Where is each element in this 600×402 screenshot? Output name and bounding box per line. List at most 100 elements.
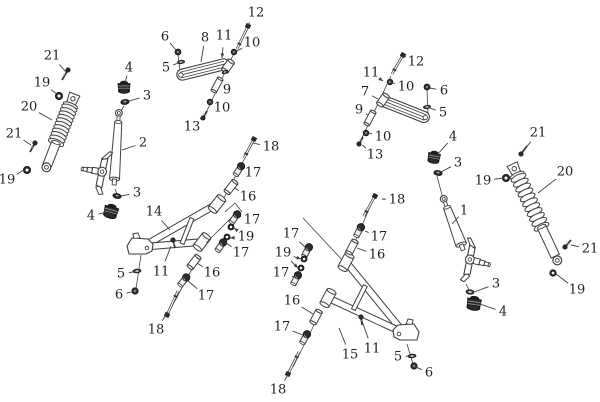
- part-cap: [103, 203, 120, 219]
- part-rod: [242, 135, 258, 159]
- callout-10: 10: [392, 80, 414, 95]
- part-ln: [234, 202, 243, 213]
- part-washer: [132, 268, 142, 274]
- part-screw: [61, 67, 71, 81]
- callout-label: 16: [284, 294, 301, 309]
- callout-17: 17: [274, 320, 304, 336]
- callout-6: 6: [115, 288, 132, 303]
- callout-3: 3: [120, 186, 141, 201]
- part-ring: [227, 223, 235, 231]
- part-ln: [426, 89, 429, 115]
- parts-layer: [22, 23, 572, 378]
- part-cap: [117, 80, 131, 94]
- callout-18: 18: [381, 193, 405, 208]
- callout-6: 6: [415, 366, 433, 381]
- callout-label: 3: [143, 89, 151, 104]
- callout-5: 5: [162, 61, 179, 76]
- callout-label: 6: [425, 366, 433, 381]
- callout-19: 19: [34, 76, 58, 95]
- callout-label: 17: [233, 246, 250, 261]
- callout-5: 5: [429, 106, 447, 121]
- callout-21: 21: [44, 49, 67, 73]
- callout-12: 12: [403, 55, 424, 70]
- part-screw: [562, 239, 572, 250]
- callout-11: 11: [361, 320, 381, 357]
- part-cap: [466, 295, 482, 311]
- callout-label: 12: [248, 6, 265, 21]
- callout-9: 9: [219, 83, 231, 98]
- part-screw: [356, 136, 364, 147]
- callout-8: 8: [200, 31, 209, 63]
- part-ball: [299, 330, 312, 346]
- callout-9: 9: [355, 103, 369, 118]
- callout-label: 17: [245, 166, 262, 181]
- part-ln: [224, 202, 236, 213]
- callout-16: 16: [196, 262, 221, 281]
- part-rod: [163, 290, 180, 318]
- callout-label: 5: [117, 267, 125, 282]
- callout-label: 16: [204, 266, 221, 281]
- part-nut: [206, 98, 214, 106]
- part-cyl: [309, 308, 323, 326]
- callout-label: 2: [139, 136, 147, 151]
- part-sshock: [506, 161, 563, 266]
- part-nut: [423, 83, 431, 91]
- callout-label: 20: [557, 165, 574, 180]
- part-screw: [29, 140, 38, 153]
- callout-label: 3: [133, 186, 141, 201]
- part-rod: [235, 23, 252, 50]
- part-ring: [55, 92, 64, 101]
- callout-label: 10: [375, 130, 392, 145]
- callout-11: 11: [153, 245, 172, 280]
- callout-4: 4: [436, 130, 457, 156]
- part-ball: [232, 162, 246, 177]
- part-nut: [362, 129, 370, 137]
- callout-label: 17: [274, 320, 291, 335]
- callout-label: 18: [148, 323, 165, 338]
- part-ring: [300, 255, 308, 263]
- callout-label: 9: [223, 83, 231, 98]
- callout-label: 18: [263, 140, 280, 155]
- callout-label: 11: [364, 342, 381, 357]
- callout-label: 19: [569, 283, 586, 298]
- callout-label: 17: [283, 227, 300, 242]
- callout-17: 17: [241, 166, 262, 181]
- callout-label: 19: [0, 173, 15, 188]
- callout-label: 3: [454, 156, 462, 171]
- callout-label: 19: [34, 76, 51, 91]
- callout-17: 17: [187, 280, 214, 304]
- part-cyl: [210, 76, 224, 94]
- callout-label: 7: [361, 85, 369, 100]
- callout-1: 1: [451, 204, 468, 225]
- callout-label: 16: [240, 190, 257, 205]
- callout-label: 4: [449, 130, 457, 145]
- callout-label: 14: [146, 205, 163, 220]
- part-ln: [406, 343, 414, 365]
- callout-21: 21: [6, 127, 32, 146]
- part-ln: [302, 217, 345, 263]
- part-washer: [407, 353, 417, 359]
- part-washer: [465, 289, 475, 295]
- callout-label: 16: [369, 248, 386, 263]
- callout-10: 10: [211, 101, 231, 116]
- callout-17: 17: [364, 230, 387, 245]
- callout-label: 11: [363, 66, 380, 81]
- part-cyl: [345, 238, 359, 256]
- callout-label: 9: [355, 103, 363, 118]
- callout-6: 6: [429, 84, 448, 99]
- callout-label: 13: [184, 120, 201, 135]
- callout-label: 13: [367, 148, 384, 163]
- callout-19: 19: [275, 246, 302, 269]
- callout-label: 5: [162, 61, 170, 76]
- callout-14: 14: [146, 205, 171, 231]
- part-ball: [177, 273, 191, 288]
- part-bush: [433, 170, 443, 176]
- callout-label: 10: [214, 101, 231, 116]
- callout-11: 11: [216, 29, 232, 59]
- callout-3: 3: [473, 277, 500, 293]
- callout-3: 3: [128, 89, 151, 104]
- callout-11: 11: [363, 66, 384, 82]
- callout-6: 6: [161, 30, 177, 51]
- part-damper: [108, 109, 123, 186]
